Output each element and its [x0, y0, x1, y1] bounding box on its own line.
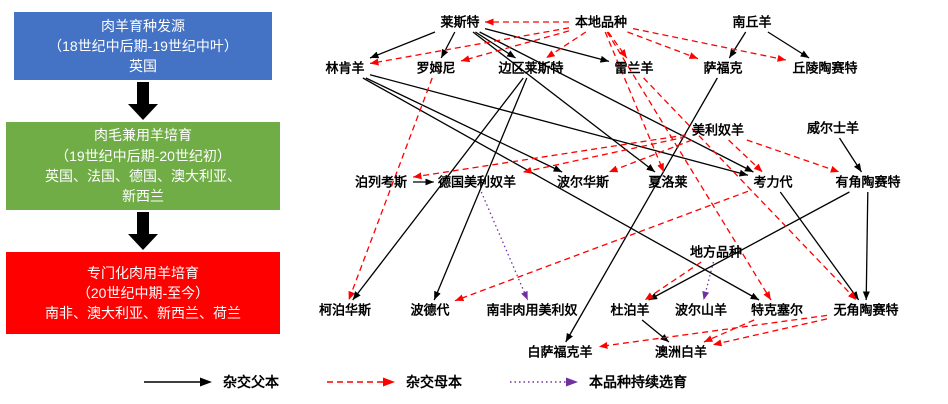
edge-father-lincoln-texel — [362, 77, 760, 301]
flow-arrow-down-1 — [128, 82, 158, 120]
breed-node-southdown: 南丘羊 — [732, 15, 771, 30]
edge-father-corriedale-poll_dorset — [779, 191, 860, 301]
edge-father-southdown-dorset_down — [767, 31, 810, 59]
breed-node-coopworth: 柯泊华斯 — [319, 303, 371, 318]
stage-dual-line-4: 新西兰 — [122, 188, 164, 205]
edge-father-southdown-suffolk — [728, 31, 747, 59]
father-arrow-icon — [144, 377, 212, 387]
breed-node-local: 地方品种 — [690, 245, 742, 260]
stage-specialized-line-3: 南非、澳大利亚、新西兰、荷兰 — [45, 305, 241, 322]
edge-mother-merino-precoce — [412, 134, 687, 180]
stage-box-specialized: 专门化肉用羊培育 （20世纪中期-至今） 南非、澳大利亚、新西兰、荷兰 — [6, 252, 280, 334]
breed-node-horned_dorset: 有角陶赛特 — [835, 175, 900, 190]
legend-label-father: 杂交父本 — [223, 374, 279, 390]
stage-specialized-line-1: 专门化肉用羊培育 — [87, 264, 199, 281]
edge-father-leicester-charollais — [472, 31, 656, 173]
breed-node-charollais: 夏洛莱 — [647, 175, 687, 190]
breed-node-romney: 罗姆尼 — [416, 61, 455, 76]
legend-label-selection: 本品种持续选育 — [589, 374, 687, 390]
legend: 杂交父本 杂交母本 本品种持续选育 — [142, 372, 733, 392]
flow-arrow-down-2 — [128, 212, 158, 250]
breed-node-dorper: 杜泊羊 — [610, 303, 649, 318]
stage-dual-line-1: 肉毛兼用羊培育 — [94, 127, 192, 144]
breed-node-border_leicester: 边区莱斯特 — [497, 61, 563, 76]
stage-dual-line-2: （19世纪中后期-20世纪初） — [55, 147, 231, 164]
edge-father-border_leicester-coopworth — [352, 77, 524, 301]
edge-mother-poll_dorset-aus_white — [712, 318, 828, 347]
edge-father-horned_dorset-poll_dorset — [862, 191, 870, 301]
breed-node-lincoln: 林肯羊 — [325, 61, 364, 76]
edge-father-dorper-aus_white — [641, 319, 670, 343]
stage-origin-line-1: 肉羊育种发源 — [101, 17, 185, 34]
edge-father-horned_dorset-dorper — [648, 191, 850, 301]
edge-father-leicester-lincoln — [369, 31, 436, 59]
breed-node-leicester: 莱斯特 — [440, 15, 479, 30]
edge-father-lincoln-polwarth — [365, 77, 563, 173]
edge-mother-native-ryeland — [607, 31, 628, 59]
breed-node-texel: 特克塞尔 — [751, 303, 803, 318]
edge-selection-german_merino-samm — [480, 191, 529, 301]
breed-node-welsh: 威尔士羊 — [807, 121, 859, 136]
stage-specialized-line-2: （20世纪中期-至今） — [76, 284, 210, 301]
edge-mother-merino-polwarth — [608, 139, 693, 173]
selection-arrow-icon — [510, 377, 578, 387]
breed-node-corriedale: 考力代 — [753, 175, 792, 190]
edge-mother-local-dorper — [644, 261, 702, 301]
breed-node-samm: 南非肉用美利奴 — [486, 303, 577, 318]
breed-node-poll_dorset: 无角陶赛特 — [832, 303, 898, 318]
edge-mother-native-suffolk — [627, 31, 699, 60]
edge-mother-native-romney — [460, 30, 570, 63]
edge-father-leicester-ryeland — [484, 27, 610, 63]
flow-arrow-head — [128, 104, 158, 120]
edge-father-welsh-horned_dorset — [838, 137, 863, 173]
legend-label-mother: 杂交母本 — [406, 374, 462, 390]
edge-father-suffolk-white_suffolk — [565, 77, 718, 343]
stage-box-origin: 肉羊育种发源 （18世纪中后期-19世纪中叶） 英国 — [14, 12, 272, 80]
breed-node-borderdale: 波德代 — [410, 303, 449, 318]
legend-item-selection: 本品种持续选育 — [508, 372, 687, 392]
legend-item-father: 杂交父本 — [142, 372, 279, 392]
edge-mother-native-lincoln — [369, 27, 570, 66]
breed-node-polwarth: 波尔华斯 — [557, 175, 609, 190]
edge-mother-ryeland-poll_dorset — [643, 77, 857, 301]
edge-father-leicester-romney — [440, 31, 456, 59]
edge-mother-merino-corriedale — [728, 139, 763, 173]
breed-node-native: 本地品种 — [575, 15, 627, 30]
breed-node-merino: 美利奴羊 — [692, 123, 744, 138]
edge-mother-texel-aus_white — [703, 319, 755, 343]
stage-dual-line-3: 英国、法国、德国、澳大利亚、 — [45, 168, 241, 184]
edge-father-lincoln-corriedale — [369, 74, 749, 177]
edge-mother-native-texel — [606, 31, 772, 301]
edge-selection-local-boer — [702, 261, 715, 301]
breed-node-white_suffolk: 白萨福克羊 — [527, 345, 592, 360]
breed-node-ryeland: 雷兰羊 — [614, 61, 653, 76]
edge-mother-native-border_leicester — [545, 31, 587, 59]
breed-node-aus_white: 澳洲白羊 — [655, 345, 707, 360]
edge-father-leicester-border_leicester — [475, 31, 516, 59]
breed-node-precoce: 泊列考斯 — [355, 175, 407, 190]
breed-node-boer: 波尔山羊 — [675, 303, 727, 318]
stage-box-dual-purpose: 肉毛兼用羊培育 （19世纪中后期-20世纪初） 英国、法国、德国、澳大利亚、 新… — [6, 122, 280, 210]
edge-mother-merino-horned_dorset — [746, 139, 840, 173]
edge-mother-native-charollais — [604, 31, 665, 173]
flow-arrow-head — [128, 234, 158, 250]
edge-father-leicester-corriedale — [479, 31, 754, 173]
edge-mother-native-dorset_down — [632, 27, 787, 62]
edge-father-border_leicester-borderdale — [433, 77, 528, 301]
edge-mother-poll_dorset-white_suffolk — [598, 314, 828, 349]
mother-arrow-icon — [327, 377, 395, 387]
flow-arrow-shaft — [137, 82, 149, 104]
flow-arrow-shaft — [137, 212, 149, 234]
breed-node-suffolk: 萨福克 — [703, 61, 742, 76]
stage-origin-line-3: 英国 — [129, 58, 157, 75]
stage-origin-line-2: （18世纪中后期-19世纪中叶） — [48, 37, 238, 54]
edge-mother-merino-german_merino — [522, 136, 687, 174]
edge-mother-romney-coopworth — [348, 77, 433, 301]
legend-item-mother: 杂交母本 — [325, 372, 462, 392]
breed-node-german_merino: 德国美利奴羊 — [438, 175, 516, 190]
edge-mother-corriedale-borderdale — [454, 190, 749, 302]
breed-node-dorset_down: 丘陵陶赛特 — [792, 61, 857, 76]
